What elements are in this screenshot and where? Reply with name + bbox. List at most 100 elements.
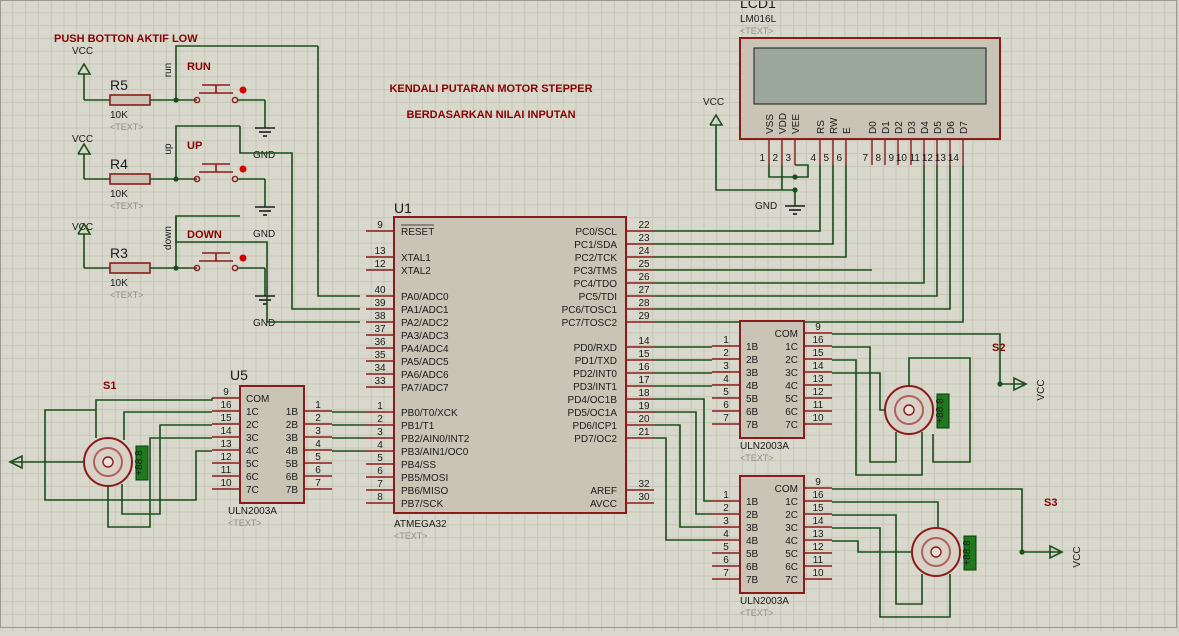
wire [832, 333, 1001, 384]
mcu-pin-name-6: PB5/MOSI [401, 473, 448, 484]
mcu-pin-name-16: PD2/INT0 [573, 369, 617, 380]
mcu-pin-name-24: PC2/TCK [575, 253, 618, 264]
uln-driver-body [239, 385, 305, 504]
lcd-pin-name-13: D6 [946, 121, 957, 134]
lcd-pin-name-10: D3 [907, 121, 918, 134]
lcd-pin-name-5: RW [829, 117, 840, 134]
lcd-pin-name-8: D1 [881, 121, 892, 134]
wire [175, 45, 318, 100]
lcd-pin-number-13: 13 [935, 153, 947, 164]
uln-pin-name-7: 7B [286, 485, 299, 496]
switch-contact [231, 264, 239, 272]
junction-dot [1019, 549, 1025, 555]
mcu-ref: U1 [394, 200, 412, 216]
mcu-pin-name-33: PA7/ADC7 [401, 383, 449, 394]
uln-pin-number-13: 13 [220, 439, 232, 450]
uln-pin-name-13: 4C [785, 381, 798, 392]
uln-pin-number-2: 2 [723, 348, 729, 359]
resistor-value-down: 10K [110, 278, 128, 289]
wire [175, 216, 360, 323]
mcu-pin-number-23: 23 [638, 233, 650, 244]
uln-pin-name-9: COM [775, 484, 798, 495]
uln-pin-name-1: 1B [746, 342, 759, 353]
mcu-pin-number-33: 33 [374, 376, 386, 387]
mcu-pin-number-20: 20 [638, 414, 650, 425]
wire [654, 411, 712, 515]
text-placeholder: <TEXT> [110, 201, 144, 211]
wire [317, 46, 360, 297]
uln-pin-name-3: 3B [286, 433, 299, 444]
uln-driver-body [739, 320, 805, 439]
mcu-pin-name-39: PA1/ADC1 [401, 305, 449, 316]
mcu-pin-name-32: AREF [590, 486, 617, 497]
stepper-shaft [903, 404, 915, 416]
gnd-label: GND [253, 150, 275, 161]
lcd-pin-number-12: 12 [922, 153, 934, 164]
wire [123, 411, 212, 440]
uln-pin-name-14: 3C [785, 368, 798, 379]
uln-pin-number-16: 16 [812, 335, 824, 346]
lcd-pin-name-6: E [842, 127, 853, 134]
lcd-pin-number-1: 1 [759, 153, 765, 164]
uln-pin-number-12: 12 [220, 452, 232, 463]
uln-pin-number-3: 3 [723, 516, 729, 527]
mcu-pin-name-25: PC3/TMS [574, 266, 618, 277]
gnd-label: GND [253, 318, 275, 329]
mcu-pin-number-13: 13 [374, 246, 386, 257]
resistor-ref-down: R3 [110, 245, 128, 261]
mcu-pin-number-14: 14 [638, 336, 650, 347]
switch-contact [193, 175, 201, 183]
mcu-pin-number-40: 40 [374, 285, 386, 296]
uln-pin-number-6: 6 [723, 400, 729, 411]
uln-driver-body [739, 475, 805, 594]
uln-pin-name-11: 6C [785, 562, 798, 573]
uln-pin-name-4: 4B [746, 536, 759, 547]
text-placeholder: <TEXT> [394, 531, 428, 541]
uln-pin-name-1: 1B [746, 497, 759, 508]
mcu-pin-number-22: 22 [638, 220, 650, 231]
lcd-pin-name-1: VSS [765, 114, 776, 134]
uln-pin-number-14: 14 [220, 426, 232, 437]
uln-pin-number-3: 3 [315, 426, 321, 437]
uln-pin-number-4: 4 [723, 374, 729, 385]
uln-pin-number-7: 7 [315, 478, 321, 489]
wire [832, 527, 951, 618]
button-led-icon [239, 254, 247, 262]
resistor-body [109, 94, 151, 106]
motor-ref-0: S1 [103, 380, 116, 392]
mcu-pin-number-29: 29 [638, 311, 650, 322]
uln-pin-name-10: 7C [246, 485, 259, 496]
mcu-pin-name-15: PD1/TXD [575, 356, 617, 367]
mcu-pin-name-8: PB7/SCK [401, 499, 444, 510]
uln-pin-name-15: 2C [785, 510, 798, 521]
switch-contact [193, 96, 201, 104]
mcu-pin-number-4: 4 [377, 440, 383, 451]
mcu-pin-name-28: PC6/TOSC1 [562, 305, 618, 316]
mcu-model: ATMEGA32 [394, 519, 447, 530]
lcd-pin-number-11: 11 [910, 153, 921, 164]
uln-pin-number-1: 1 [315, 400, 321, 411]
mcu-pin-number-8: 8 [377, 492, 383, 503]
wire [44, 409, 212, 501]
uln-pin-number-5: 5 [315, 452, 321, 463]
uln-pin-name-2: 2B [286, 420, 299, 431]
mcu-pin-number-18: 18 [638, 388, 650, 399]
uln-pin-name-6: 6B [286, 472, 299, 483]
uln-pin-number-11: 11 [221, 465, 232, 476]
uln-pin-number-7: 7 [723, 413, 729, 424]
lcd-screen [753, 47, 987, 105]
uln-pin-number-12: 12 [812, 542, 824, 553]
mcu-pin-number-35: 35 [374, 350, 386, 361]
net-label-run: run [163, 63, 174, 77]
uln-pin-name-7: 7B [746, 420, 759, 431]
wire [654, 165, 821, 232]
mcu-pin-number-24: 24 [638, 246, 650, 257]
motor-readout-value: +88.8 [962, 540, 973, 566]
push-button-icon [202, 252, 230, 261]
mcu-pin-name-4: PB3/AIN1/OC0 [401, 447, 469, 458]
uln-pin-name-2: 2B [746, 510, 759, 521]
motor-ref-2: S3 [1044, 497, 1057, 509]
wire [107, 437, 212, 528]
wire [715, 125, 796, 206]
uln-ref: U5 [230, 367, 248, 383]
